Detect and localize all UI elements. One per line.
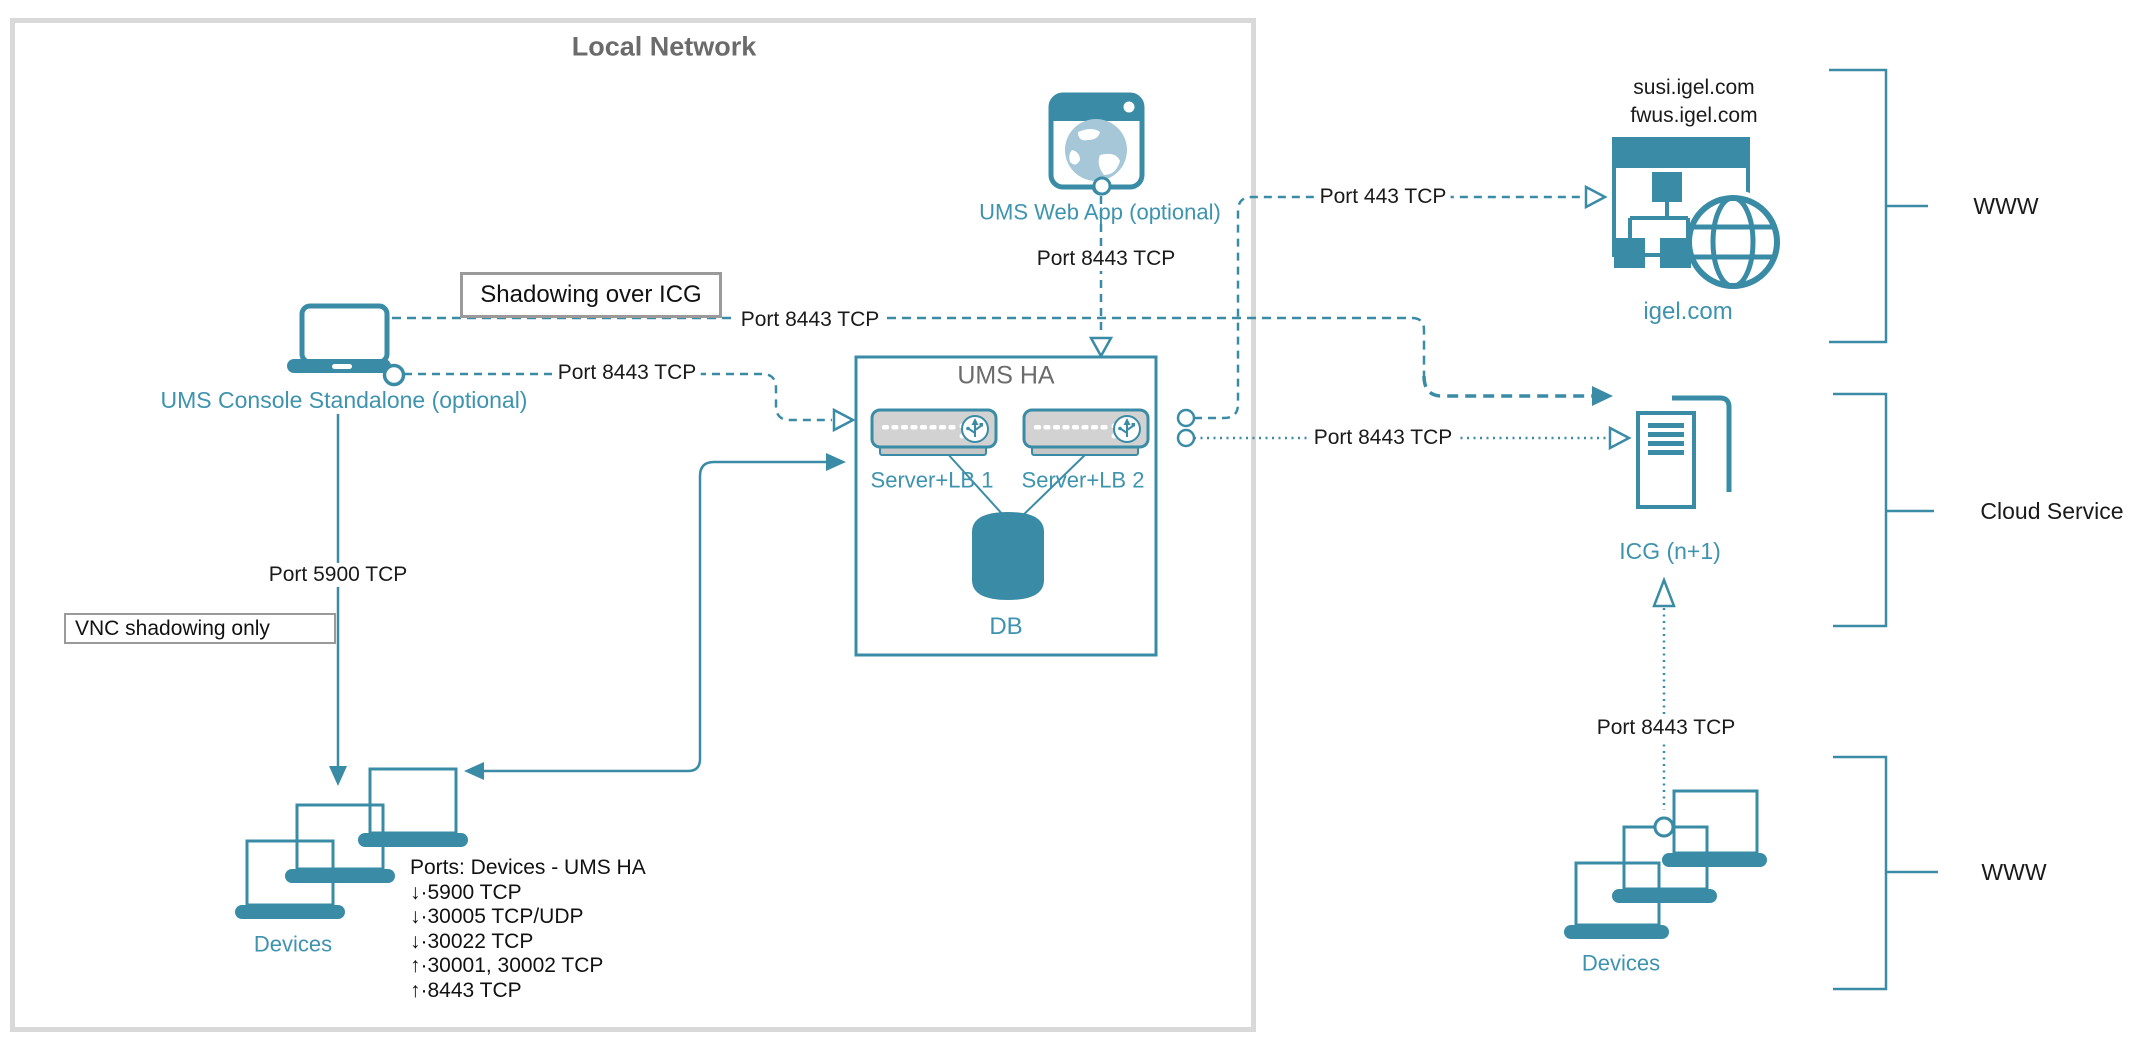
port-label-icg-devices: Port 8443 TCP	[1592, 715, 1740, 741]
globe-icon	[1065, 119, 1127, 181]
icg-icon	[1636, 395, 1732, 509]
ums-web-app-label: UMS Web App (optional)	[979, 199, 1221, 225]
server-lb1-label: Server+LB 1	[870, 467, 994, 493]
igel-com-icon	[1612, 137, 1785, 294]
ports-note-item: ↑·8443 TCP	[410, 978, 522, 1002]
port-label-console-devices: Port 5900 TCP	[264, 562, 412, 588]
bracket-cloud-service	[1833, 392, 1934, 628]
edge-console-to-umsha	[404, 372, 856, 433]
igel-domain-fwus: fwus.igel.com	[1630, 103, 1758, 127]
ums-console-laptop-icon	[287, 303, 406, 387]
group-www-top-label: WWW	[1973, 192, 2039, 219]
devices-remote-icon	[1564, 789, 1767, 939]
bracket-www-bottom	[1833, 755, 1938, 991]
edge-umsha-to-icg	[1176, 425, 1632, 451]
icg-label: ICG (n+1)	[1619, 537, 1721, 564]
port-label-console-icg: Port 8443 TCP	[736, 307, 884, 333]
server-lb2-icon	[1022, 408, 1150, 456]
ums-ha-box	[854, 355, 1158, 657]
ports-note-item: ↓·30022 TCP	[410, 929, 534, 953]
database-icon	[972, 512, 1044, 600]
server-lb1-icon	[870, 408, 998, 456]
group-www-bottom-label: WWW	[1981, 858, 2047, 885]
server-db-links	[945, 451, 1089, 523]
igel-com-label: igel.com	[1643, 298, 1733, 326]
ports-note-item: ↑·30001, 30002 TCP	[410, 954, 604, 977]
shadowing-over-icg-callout: Shadowing over ICG	[460, 272, 722, 318]
edge-console-to-icg	[392, 316, 1613, 406]
ports-note: Ports: Devices - UMS HA ↓·5900 TCP ↓·300…	[410, 856, 646, 1003]
local-network-boundary	[10, 18, 1256, 1032]
igel-domain-susi: susi.igel.com	[1633, 75, 1755, 99]
edge-umsha-to-igel	[1176, 184, 1608, 428]
globe-mask	[1681, 190, 1785, 294]
group-cloud-service-label: Cloud Service	[1980, 497, 2124, 524]
ums-ha-label: UMS HA	[957, 361, 1055, 390]
port-label-ha-igel: Port 443 TCP	[1315, 184, 1451, 210]
port-label-console-ha: Port 8443 TCP	[553, 360, 701, 386]
ports-note-title: Ports: Devices - UMS HA	[410, 856, 646, 879]
server-lb2-label: Server+LB 2	[1021, 467, 1145, 493]
ums-console-label: UMS Console Standalone (optional)	[160, 386, 528, 413]
devices-remote-label: Devices	[1581, 950, 1661, 976]
ports-note-item: ↓·30005 TCP/UDP	[410, 905, 584, 928]
db-label: DB	[989, 613, 1023, 641]
port-label-webapp-ha: Port 8443 TCP	[1032, 246, 1180, 272]
port-label-ha-icg: Port 8443 TCP	[1309, 425, 1457, 451]
edge-umsha-devices	[464, 453, 846, 780]
ports-note-item: ↓·5900 TCP	[410, 880, 522, 904]
ums-web-app-icon	[1048, 92, 1145, 196]
edge-devices-to-icg	[1652, 576, 1676, 838]
edge-console-to-devices	[329, 414, 347, 786]
bracket-www-top	[1829, 68, 1928, 344]
devices-local-label: Devices	[253, 931, 333, 957]
sitemap-glyph	[1614, 172, 1691, 268]
local-network-title: Local Network	[571, 31, 757, 62]
devices-local-icon	[235, 767, 468, 919]
vnc-shadowing-callout: VNC shadowing only	[64, 613, 336, 644]
globe-outline-icon	[1686, 195, 1780, 289]
